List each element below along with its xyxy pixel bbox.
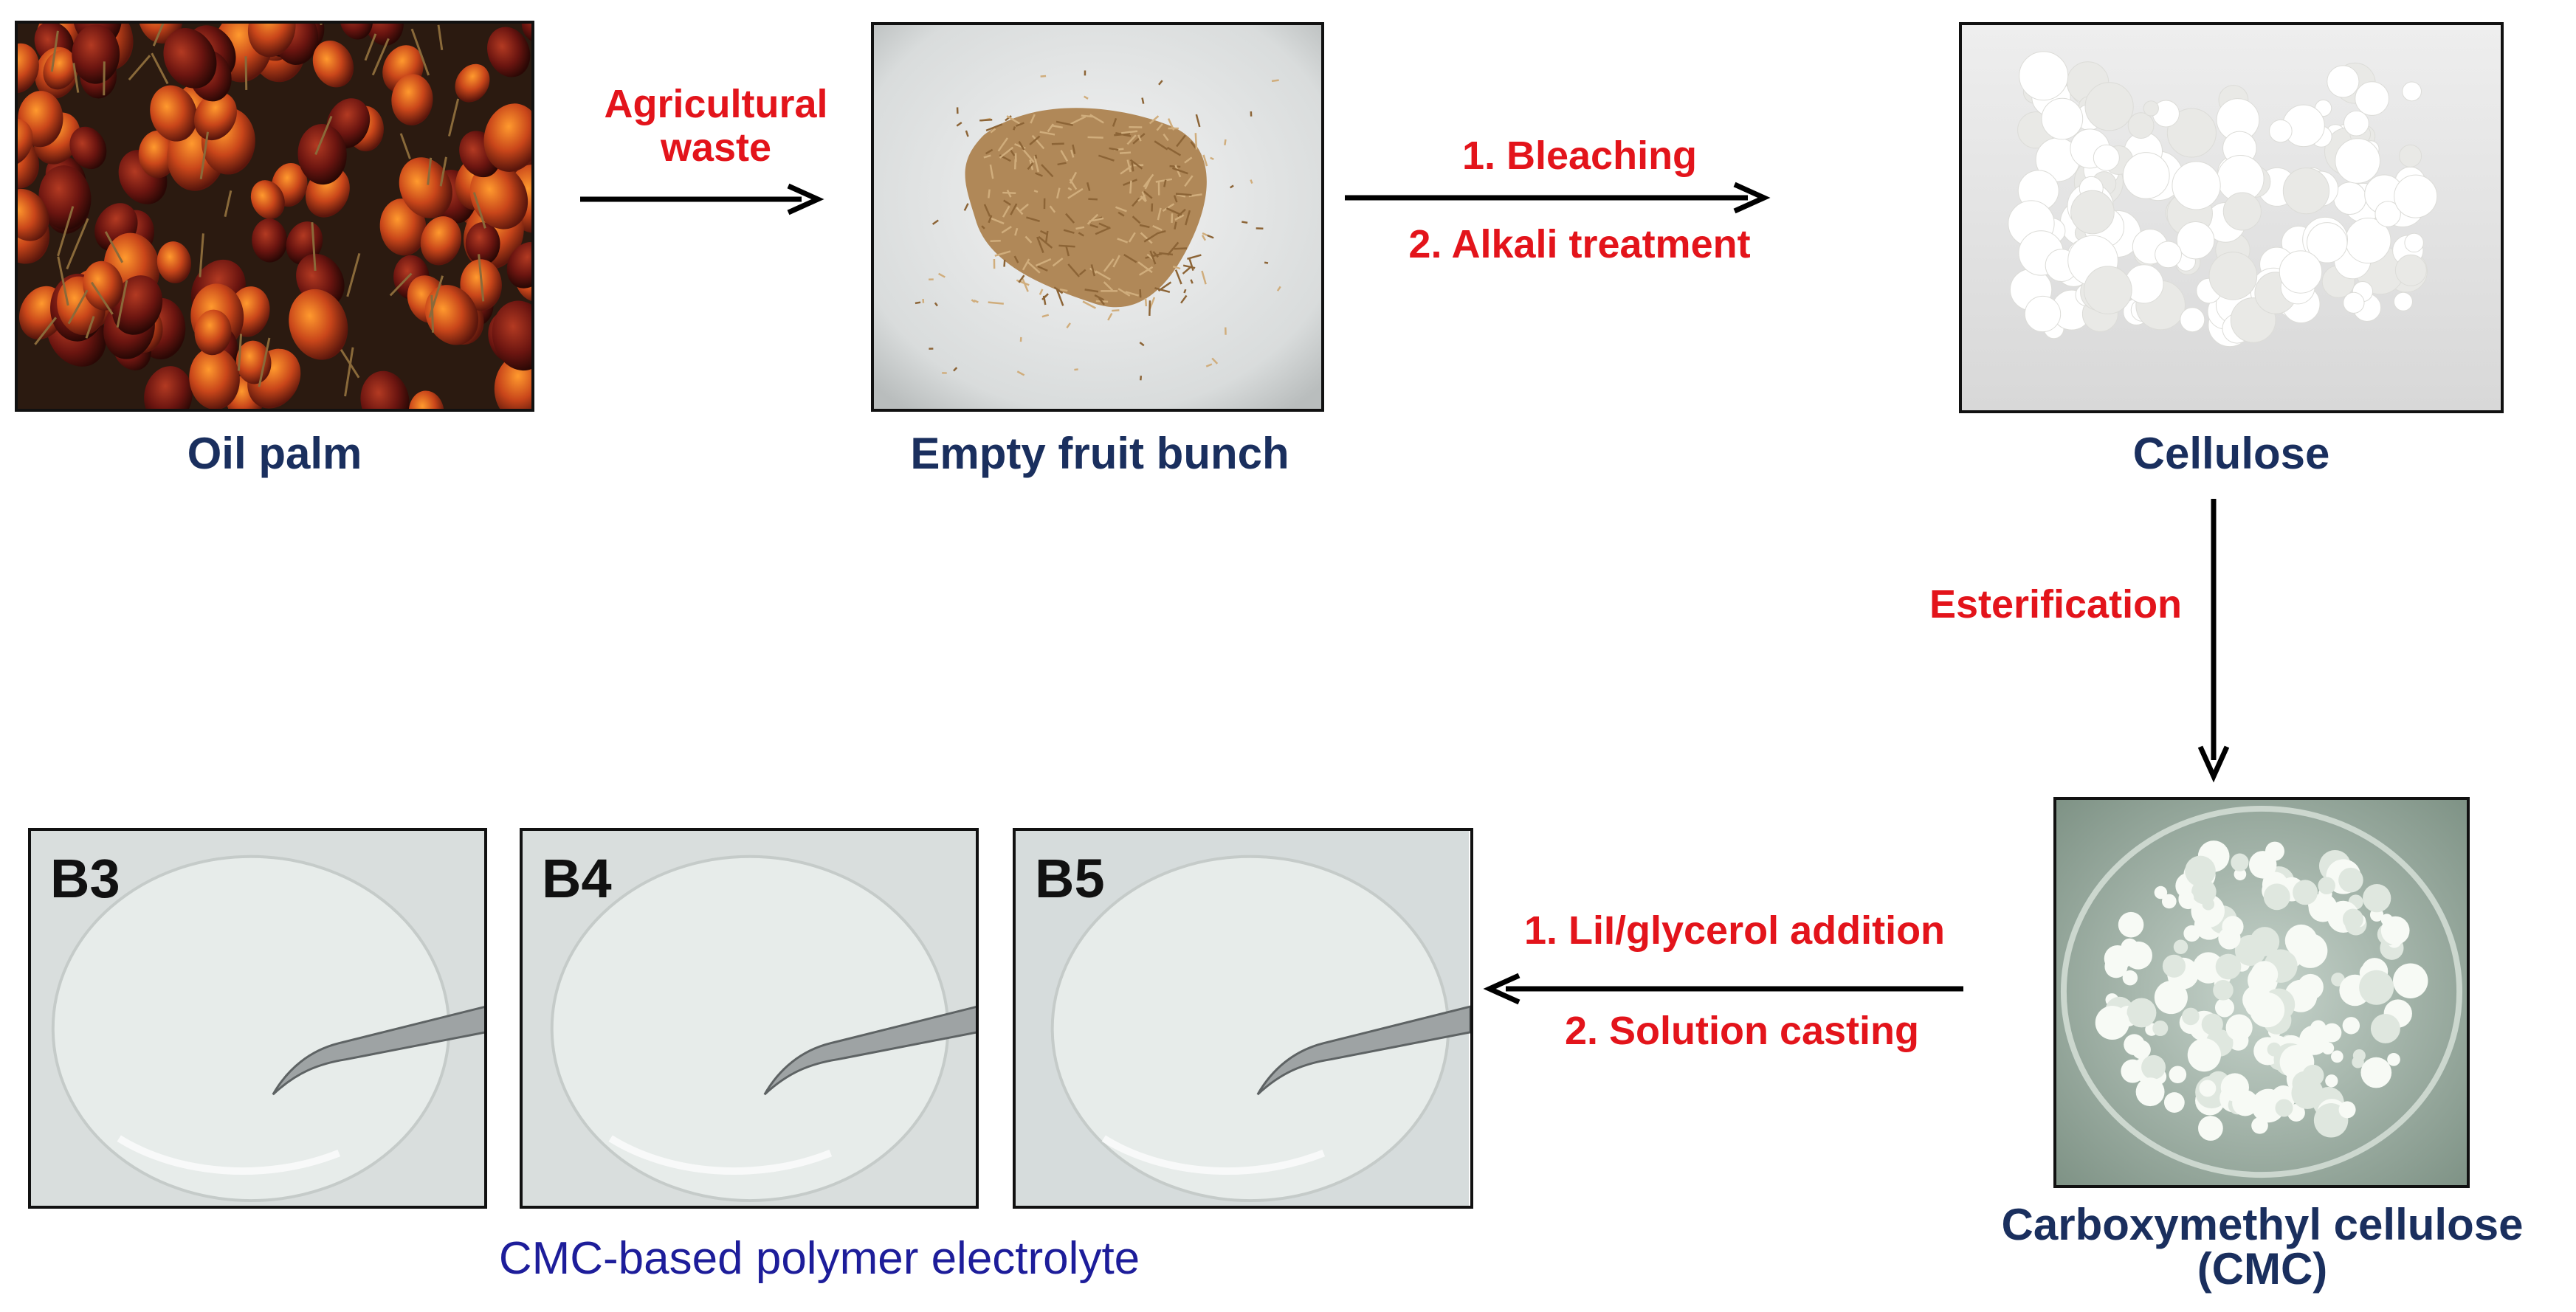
efb-label: Empty fruit bunch [910, 429, 1289, 478]
films-caption: CMC-based polymer electrolyte [498, 1233, 1140, 1284]
oil-palm-label: Oil palm [187, 429, 362, 478]
agricultural-line2: waste [660, 125, 772, 170]
film-photo-b4: B4 [520, 828, 979, 1209]
oil-palm-photo [15, 21, 534, 412]
cmc-label: Carboxymethyl cellulose (CMC) [1963, 1203, 2561, 1291]
cellulose-photo [1959, 22, 2504, 413]
arrow-right-2 [1345, 182, 1771, 214]
agricultural-line1: Agricultural [604, 82, 828, 126]
film-tag-b5: B5 [1035, 848, 1105, 909]
casting-step-1: 1. LiI/glycerol addition [1523, 908, 1946, 953]
cmc-label-line1: Carboxymethyl cellulose [2001, 1200, 2524, 1249]
cellulose-label: Cellulose [2132, 429, 2330, 478]
efb-photo [871, 22, 1324, 412]
film-photo-b3: B3 [28, 828, 487, 1209]
arrow-left [1483, 973, 1963, 1005]
arrow-down [2197, 499, 2230, 783]
bleaching-step-2: 2. Alkali treatment [1408, 222, 1751, 266]
casting-step-2: 2. Solution casting [1564, 1009, 1920, 1053]
film-tag-b4: B4 [542, 848, 612, 909]
arrow-right-1 [580, 183, 824, 215]
agricultural-waste-step: Agricultural waste [561, 82, 871, 170]
film-tag-b3: B3 [50, 848, 120, 909]
esterification-step: Esterification [1929, 582, 2183, 626]
cmc-photo [2053, 797, 2470, 1188]
cmc-label-line2: (CMC) [2197, 1244, 2328, 1294]
film-photo-b5: B5 [1013, 828, 1473, 1209]
bleaching-step-1: 1. Bleaching [1461, 134, 1698, 178]
